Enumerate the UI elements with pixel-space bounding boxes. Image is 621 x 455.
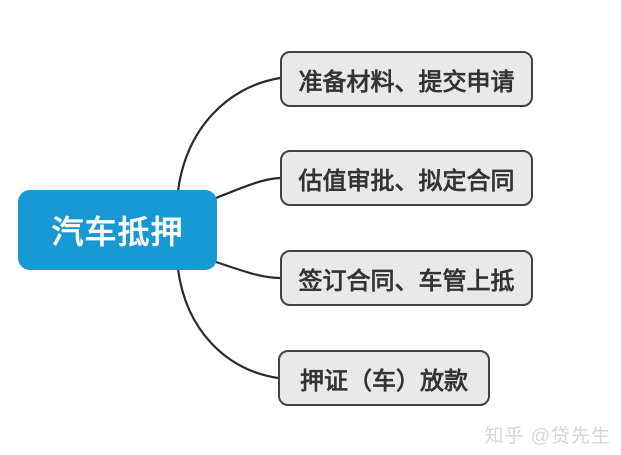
watermark: 知乎 @贷先生 — [484, 421, 611, 448]
branch-label: 押证（车）放款 — [300, 367, 468, 395]
branch-label: 估值审批、拟定合同 — [298, 167, 515, 195]
branch-node-sign-contract: 签订合同、车管上抵 — [280, 250, 533, 306]
branch-label: 准备材料、提交申请 — [298, 68, 515, 96]
branch-node-prepare-materials: 准备材料、提交申请 — [280, 51, 533, 107]
connector-line-branch-3 — [214, 260, 282, 280]
branch-node-loan-disbursement: 押证（车）放款 — [278, 350, 490, 406]
branch-label: 签订合同、车管上抵 — [298, 267, 515, 295]
connector-line-branch-1 — [176, 76, 282, 193]
branch-node-valuation-approval: 估值审批、拟定合同 — [280, 150, 533, 206]
watermark-text: 知乎 @贷先生 — [484, 426, 611, 447]
root-node: 汽车抵押 — [18, 190, 217, 270]
root-node-label: 汽车抵押 — [51, 214, 184, 250]
connector-line-branch-2 — [214, 176, 282, 200]
connector-line-branch-4 — [176, 267, 280, 380]
